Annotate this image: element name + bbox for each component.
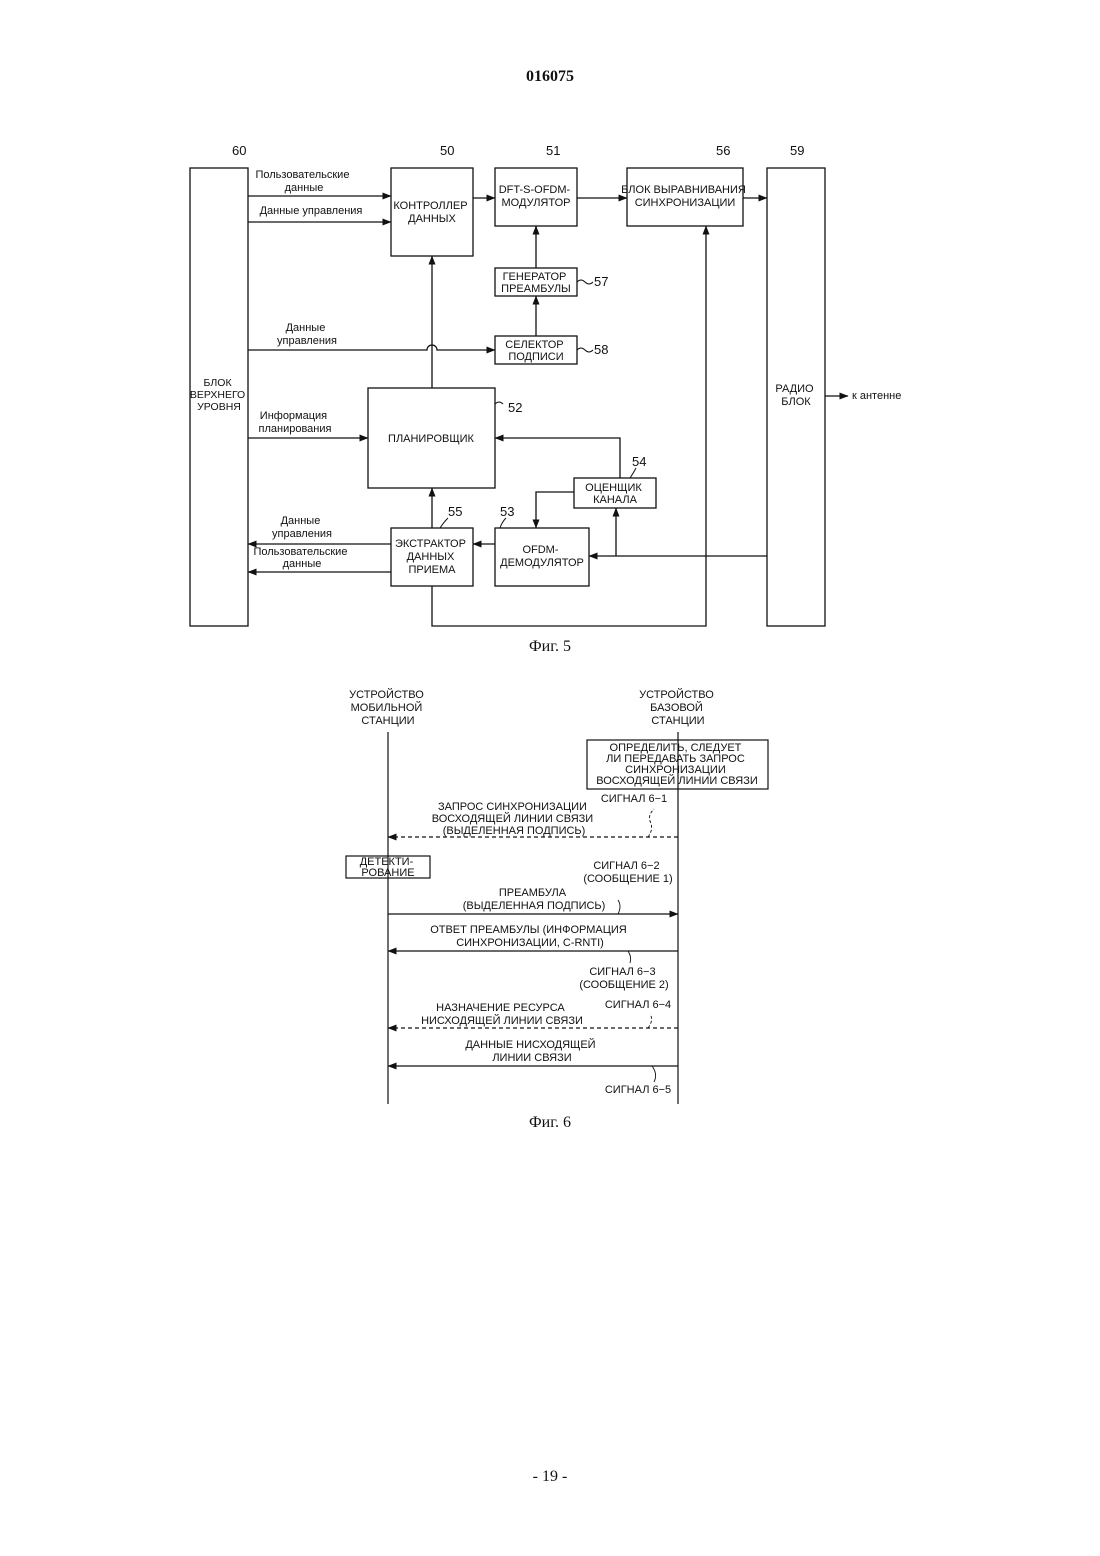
sync-block-label: БЛОК ВЫРАВНИВАНИЯ СИНХРОНИЗАЦИИ — [621, 184, 749, 209]
data-controller-label: КОНТРОЛЛЕР ДАННЫХ — [393, 200, 470, 225]
mobile-station-label: УСТРОЙСТВО МОБИЛЬНОЙ СТАНЦИИ — [349, 688, 427, 727]
sig5-leader — [652, 1066, 656, 1082]
sig1-leader — [648, 809, 654, 837]
sig3-leader — [628, 951, 631, 963]
figure-5-caption: Фиг. 5 — [0, 638, 1100, 656]
ref-60: 60 — [232, 143, 246, 158]
control-data-sel-label: Данные управления — [277, 322, 337, 347]
sig5-signal-label: СИГНАЛ 6−5 — [605, 1084, 671, 1096]
sig1-text: ЗАПРОС СИНХРОНИЗАЦИИ ВОСХОДЯЩЕЙ ЛИНИИ СВ… — [432, 801, 597, 837]
sig2-signal-label: СИГНАЛ 6−2 (СООБЩЕНИЕ 1) — [583, 860, 672, 885]
signature-selector-label: СЕЛЕКТОР ПОДПИСИ — [505, 339, 566, 363]
ref-leader-53 — [500, 518, 506, 528]
radio-block-label: РАДИО БЛОК — [775, 383, 816, 408]
sig4-text: НАЗНАЧЕНИЕ РЕСУРСА НИСХОДЯЩЕЙ ЛИНИИ СВЯЗ… — [421, 1002, 583, 1027]
est-to-demod-line — [536, 492, 574, 528]
ref-leader-54 — [630, 468, 636, 478]
sig4-leader — [648, 1014, 652, 1028]
figure-6-caption: Фиг. 6 — [0, 1114, 1100, 1132]
ref-56: 56 — [716, 143, 730, 158]
sig3-text: ОТВЕТ ПРЕАМБУЛЫ (ИНФОРМАЦИЯ СИНХРОНИЗАЦИ… — [430, 924, 630, 949]
decide-box-label: ОПРЕДЕЛИТЬ, СЛЕДУЕТ ЛИ ПЕРЕДАВАТЬ ЗАПРОС… — [596, 742, 758, 787]
sig1-signal-label: СИГНАЛ 6−1 — [601, 793, 667, 805]
rx-extractor-label: ЭКСТРАКТОР ДАННЫХ ПРИЕМА — [395, 538, 469, 576]
user-data-out-label: Пользовательские данные — [253, 546, 350, 570]
data-controller-block — [391, 168, 473, 256]
ref-leader-55 — [440, 518, 448, 528]
control-data-out-label: Данные управления — [272, 515, 332, 540]
ref-leader-58 — [577, 348, 593, 352]
ref-55: 55 — [448, 504, 462, 519]
ref-50: 50 — [440, 143, 454, 158]
sig3-signal-label: СИГНАЛ 6−3 (СООБЩЕНИЕ 2) — [579, 966, 668, 991]
ref-54: 54 — [632, 454, 646, 469]
control-data-in-label: Данные управления — [260, 205, 363, 217]
detect-box-label: ДЕТЕКТИ- РОВАНИЕ — [360, 856, 417, 879]
modulator-label: DFT-S-OFDM- МОДУЛЯТОР — [499, 184, 574, 209]
ref-57: 57 — [594, 274, 608, 289]
page-number-footer: - 19 - — [0, 1468, 1100, 1486]
ref-leader-52 — [495, 402, 503, 404]
base-station-label: УСТРОЙСТВО БАЗОВОЙ СТАНЦИИ — [639, 688, 717, 727]
ref-leader-57 — [577, 280, 593, 284]
sig2-leader — [618, 900, 620, 914]
est-to-sched-line — [495, 438, 620, 478]
ref-51: 51 — [546, 143, 560, 158]
user-data-in-label: Пользовательские данные — [255, 169, 352, 194]
ref-53: 53 — [500, 504, 514, 519]
preamble-generator-label: ГЕНЕРАТОР ПРЕАМБУЛЫ — [501, 271, 571, 295]
upper-layer-label: БЛОК ВЕРХНЕГО УРОВНЯ — [190, 377, 248, 413]
figure-5-labels: 60 50 51 56 59 57 58 52 54 53 55 БЛОК ВЕ… — [190, 143, 902, 576]
scheduler-label: ПЛАНИРОВЩИК — [388, 433, 475, 445]
ref-59: 59 — [790, 143, 804, 158]
figure-6-labels: УСТРОЙСТВО МОБИЛЬНОЙ СТАНЦИИ УСТРОЙСТВО … — [349, 688, 758, 1096]
to-antenna-label: к антенне — [852, 390, 901, 402]
ref-58: 58 — [594, 342, 608, 357]
channel-estimator-label: ОЦЕНЩИК КАНАЛА — [585, 482, 645, 506]
sig2-text: ПРЕАМБУЛА (ВЫДЕЛЕННАЯ ПОДПИСЬ) — [463, 887, 606, 912]
sched-info-label: Информация планирования — [259, 410, 332, 435]
sig5-text: ДАННЫЕ НИСХОДЯЩЕЙ ЛИНИИ СВЯЗИ — [465, 1038, 598, 1064]
ref-52: 52 — [508, 400, 522, 415]
demodulator-label: OFDM- ДЕМОДУЛЯТОР — [500, 544, 584, 569]
sig4-signal-label: СИГНАЛ 6−4 — [605, 999, 671, 1011]
